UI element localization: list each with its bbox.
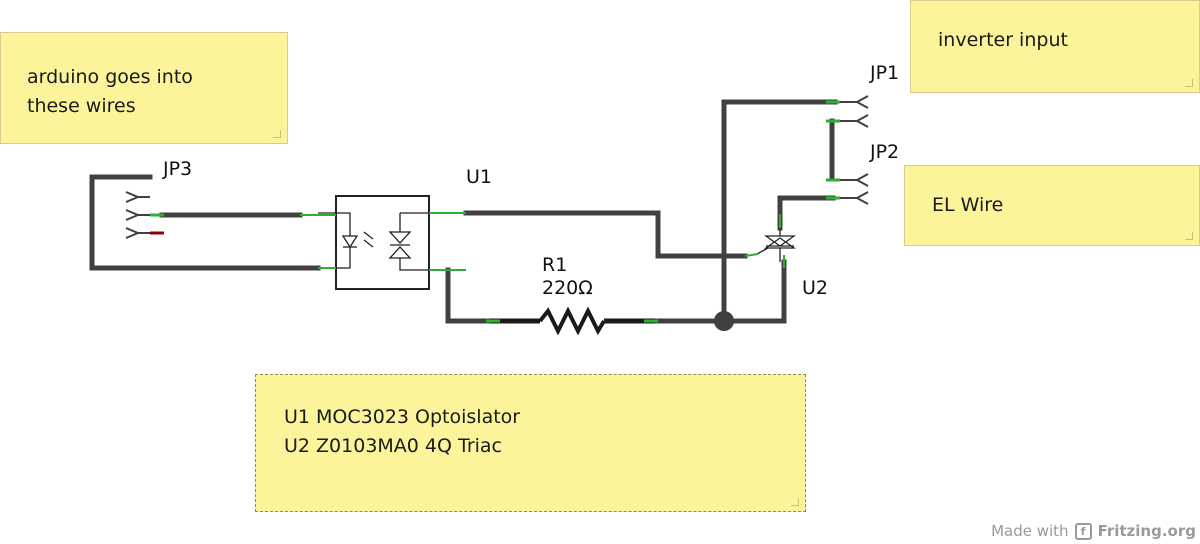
u2-triac [756,228,797,262]
u2-pin-gate [744,253,759,257]
wire-u1-to-r1 [445,267,493,324]
note-resize-handle[interactable] [1185,232,1193,240]
label-r1-value: 220Ω [542,277,593,299]
r1-resistor [538,306,606,336]
wire-r1-to-junction [652,259,787,324]
label-u1: U1 [466,166,492,188]
note-resize-handle[interactable] [273,130,281,138]
label-u2: U2 [802,277,828,299]
wire-triac-to-jp2 [777,195,836,231]
wire-u1-to-triac-gate [463,210,748,259]
footer-credit: Made with f Fritzing.org [991,522,1196,540]
note-elwire-text: EL Wire [932,194,1004,216]
label-jp1: JP1 [870,62,900,84]
label-r1: R1 [542,254,568,276]
note-inverter-text: inverter input [938,29,1068,51]
footer-made-with: Made with [991,522,1069,540]
fritzing-logo-icon: f [1074,522,1092,540]
junction-dot [714,311,734,331]
note-arduino-text: arduino goes into these wires [27,66,193,117]
u1-body [335,195,430,290]
note-arduino[interactable]: arduino goes into these wires [0,32,288,144]
wire-junction-to-jp1 [721,99,838,324]
label-jp3: JP3 [163,158,193,180]
footer-brand[interactable]: Fritzing.org [1097,522,1196,540]
note-resize-handle[interactable] [1185,79,1193,87]
u1-internals [318,212,432,271]
note-elwire[interactable]: EL Wire [904,165,1200,246]
note-parts-text: U1 MOC3023 Optoislator U2 Z0103MA0 4Q Tr… [284,406,521,457]
wire-jp3-loop [89,174,321,271]
note-resize-handle[interactable] [791,498,799,506]
note-parts[interactable]: U1 MOC3023 Optoislator U2 Z0103MA0 4Q Tr… [255,374,806,512]
label-jp2: JP2 [870,141,900,163]
jp3-connector [125,191,150,239]
note-inverter[interactable]: inverter input [910,0,1200,93]
